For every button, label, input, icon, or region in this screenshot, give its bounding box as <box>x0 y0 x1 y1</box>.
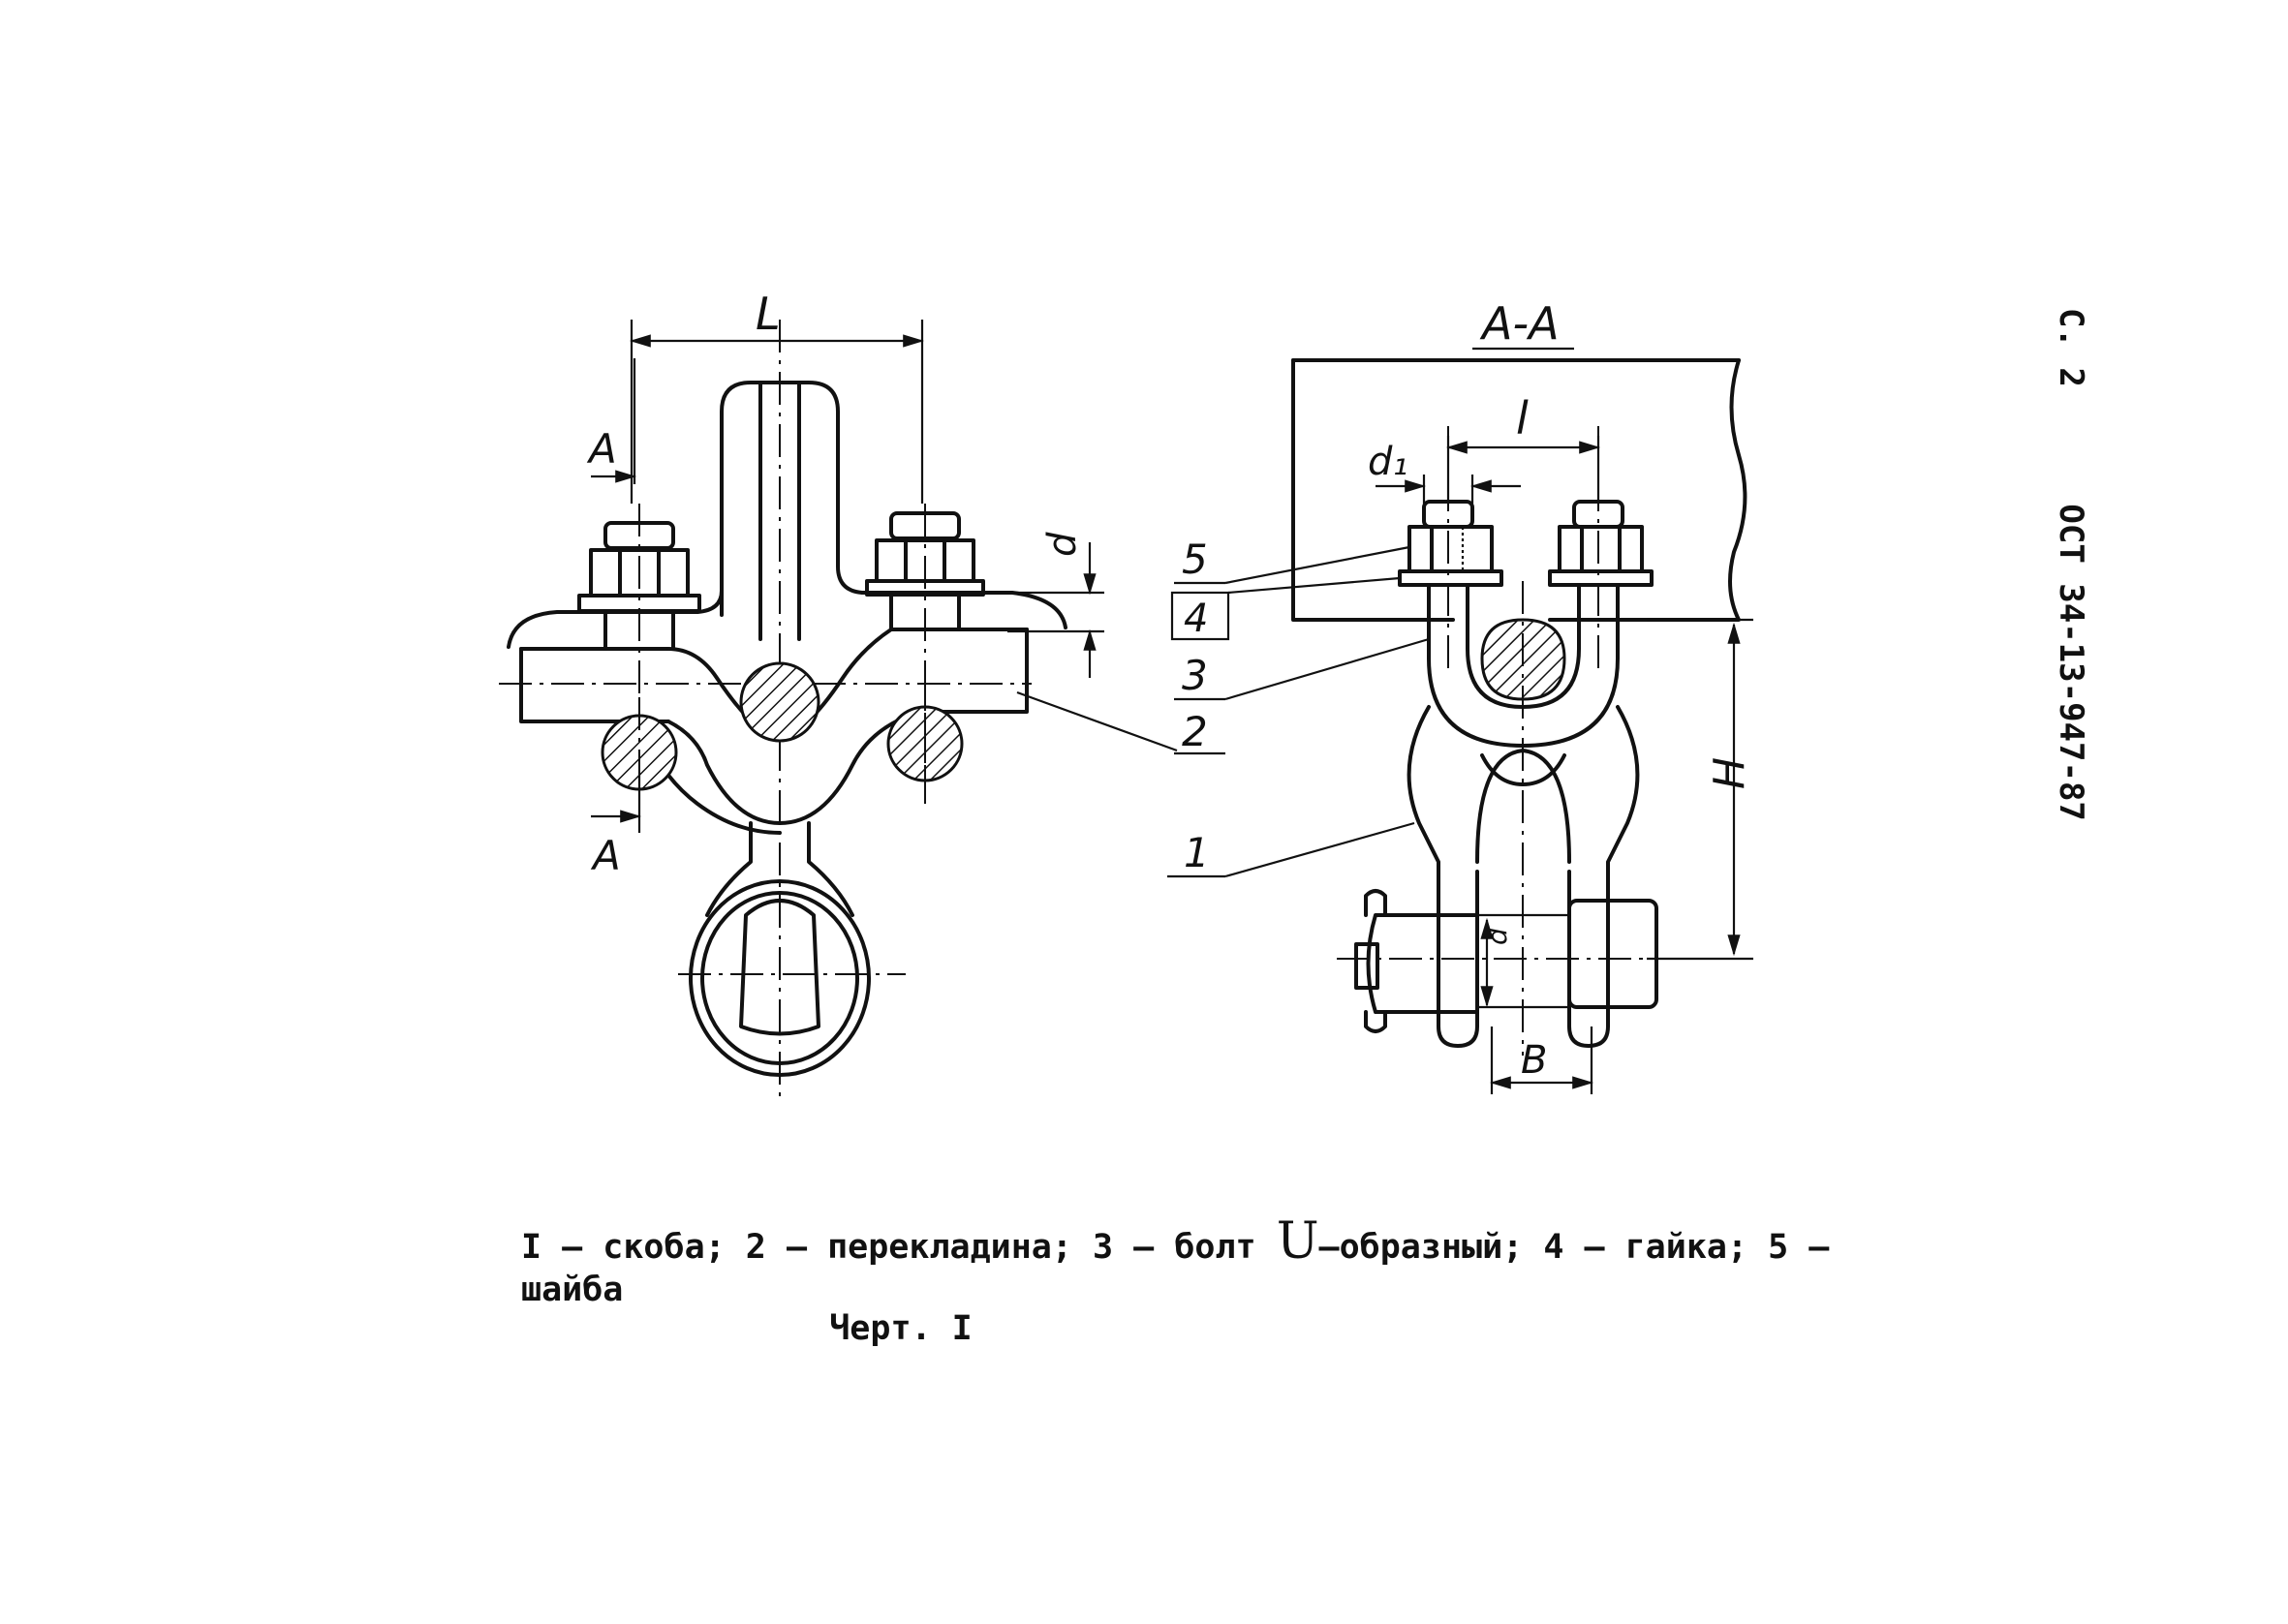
callout-4-label: 4 <box>1184 597 1208 641</box>
dim-d-small-label: d <box>1481 928 1513 945</box>
dim-L-label: L <box>756 288 781 340</box>
callout-5: 5 <box>1174 536 1410 585</box>
callout-4: 4 <box>1170 576 1401 641</box>
legend-item-3-u: U <box>1276 1212 1319 1271</box>
legend-item-1: I – скоба; <box>521 1228 746 1267</box>
dim-d-label: d <box>1040 532 1085 557</box>
dim-l-label: l <box>1516 392 1529 444</box>
standard-code: ОСТ 34-13-947-87 <box>2052 504 2090 821</box>
legend-item-3-pre: 3 – болт <box>1093 1228 1277 1267</box>
callout-5-label: 5 <box>1182 536 1208 583</box>
section-title: А-А <box>1479 297 1560 350</box>
callout-1-label: 1 <box>1184 829 1210 876</box>
side-stamp: С. 2 ОСТ 34-13-947-87 <box>2052 308 2090 918</box>
section-view: А-А <box>1167 297 1754 1094</box>
callout-2: 2 <box>1174 708 1225 755</box>
legend-item-5: 5 – шайба <box>521 1228 1830 1309</box>
sheet-label: С. 2 <box>2052 308 2090 387</box>
section-mark-bottom: А <box>590 832 621 879</box>
dim-d1-label: d₁ <box>1368 440 1407 484</box>
callout-3: 3 <box>1174 637 1430 701</box>
callout-3-label: 3 <box>1182 652 1208 699</box>
dim-H-label: H <box>1705 757 1754 789</box>
front-view: L <box>499 288 1178 1104</box>
callout-1: 1 <box>1167 821 1415 878</box>
figure-caption: Черт. I <box>829 1309 973 1348</box>
legend-item-4: 4 – гайка; <box>1543 1228 1769 1267</box>
section-mark-top: А <box>586 425 617 473</box>
parts-legend: I – скоба; 2 – перекладина; 3 – болт U–о… <box>521 1212 1916 1309</box>
callout-2-label: 2 <box>1182 708 1208 755</box>
legend-item-2: 2 – перекладина; <box>745 1228 1094 1267</box>
legend-item-3-post: –образный; <box>1318 1228 1544 1267</box>
dim-B-label: В <box>1521 1038 1547 1083</box>
